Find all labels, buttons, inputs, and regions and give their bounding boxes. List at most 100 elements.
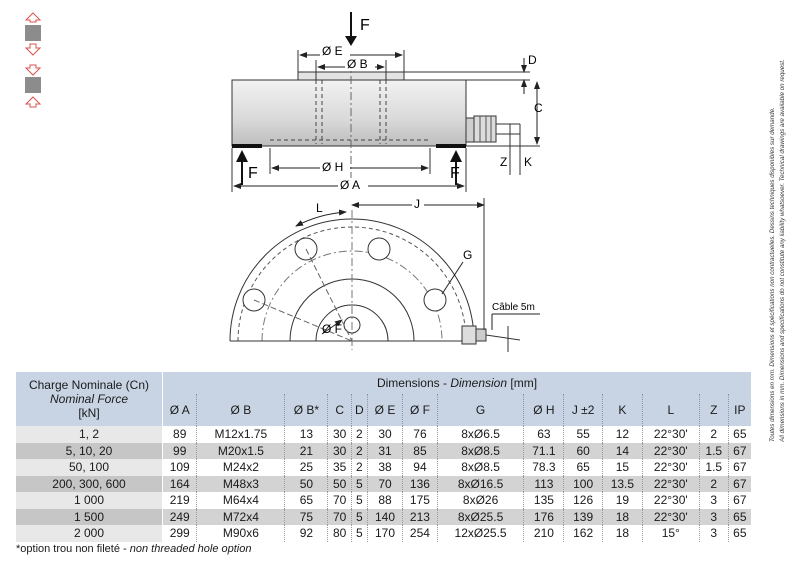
dimension-cell: 31 bbox=[366, 442, 403, 459]
dimensions-header-unit: [mm] bbox=[507, 376, 538, 390]
dimension-cell: 14 bbox=[601, 442, 643, 459]
dim-d-label: D bbox=[528, 53, 537, 67]
dimension-cell: 78.3 bbox=[523, 459, 564, 476]
dimension-cell: 88 bbox=[366, 492, 403, 509]
dimension-cell: 210 bbox=[523, 525, 564, 542]
dimension-cell: 139 bbox=[563, 508, 603, 525]
dimension-cell: 22°30' bbox=[641, 492, 700, 509]
dimension-cell: M48x3 bbox=[196, 475, 285, 492]
column-header: Ø E bbox=[366, 394, 403, 426]
dimension-cell: M72x4 bbox=[196, 508, 285, 525]
dimension-cell: 2 bbox=[698, 475, 729, 492]
side-view bbox=[231, 60, 520, 180]
column-header: D bbox=[350, 394, 368, 426]
dimension-cell: 15° bbox=[641, 525, 700, 542]
dimension-cell: 67 bbox=[727, 459, 751, 476]
dimensions-header: Dimensions - Dimension [mm] bbox=[162, 372, 751, 394]
dimension-cell: 30 bbox=[327, 426, 352, 443]
side-note-english: All dimensions in mm. Dimensions and spe… bbox=[779, 59, 786, 442]
dimension-cell: 65 bbox=[727, 525, 751, 542]
dimension-cell: 35 bbox=[327, 459, 352, 476]
charge-cell: 1, 2 bbox=[16, 426, 163, 443]
dimension-cell: 21 bbox=[284, 442, 328, 459]
dimension-cell: 164 bbox=[161, 475, 197, 492]
dimension-cell: 65 bbox=[563, 459, 603, 476]
column-header: Ø B* bbox=[284, 394, 328, 426]
cable-label: Câble 5m bbox=[492, 302, 535, 313]
dimension-cell: 140 bbox=[366, 508, 403, 525]
column-header: K bbox=[601, 394, 643, 426]
footnote: *option trou non fileté - non threaded h… bbox=[16, 543, 251, 555]
dimension-cell: 126 bbox=[563, 492, 603, 509]
dimension-cell: 135 bbox=[523, 492, 564, 509]
charge-cell: 5, 10, 20 bbox=[16, 442, 163, 459]
technical-drawing: F Ø E Ø B D C Z K F F Ø H Ø A bbox=[229, 12, 543, 352]
dimension-cell: 80 bbox=[327, 525, 352, 542]
dimension-cell: 94 bbox=[402, 459, 438, 476]
charge-cell: 2 000 bbox=[16, 525, 163, 542]
column-header: C bbox=[327, 394, 352, 426]
dimension-cell: M90x6 bbox=[196, 525, 285, 542]
footnote-fr: *option trou non fileté bbox=[16, 543, 120, 555]
compression-load-icon bbox=[24, 12, 42, 56]
dimension-cell: 100 bbox=[563, 475, 603, 492]
column-header: J ±2 bbox=[563, 394, 603, 426]
dimension-cell: 55 bbox=[563, 426, 603, 443]
dimension-cell: 60 bbox=[563, 442, 603, 459]
dimension-cell: 8xØ16.5 bbox=[436, 475, 524, 492]
charge-cell: 1 000 bbox=[16, 492, 163, 509]
dimension-cell: 22°30' bbox=[641, 426, 700, 443]
dimension-cell: 8xØ25.5 bbox=[436, 508, 524, 525]
dimension-cell: 5 bbox=[350, 492, 368, 509]
dimension-cell: 176 bbox=[523, 508, 564, 525]
dimension-cell: 99 bbox=[161, 442, 197, 459]
dimension-cell: 1.5 bbox=[698, 459, 729, 476]
dimension-cell: 76 bbox=[402, 426, 438, 443]
dimension-cell: 3 bbox=[698, 492, 729, 509]
dimension-cell: 85 bbox=[402, 442, 438, 459]
dimension-cell: 22°30' bbox=[641, 459, 700, 476]
dimension-cell: 18 bbox=[601, 508, 643, 525]
dimension-cell: 70 bbox=[366, 475, 403, 492]
dimension-cell: 8xØ8.5 bbox=[436, 442, 524, 459]
charge-cell: 50, 100 bbox=[16, 459, 163, 476]
force-left-label: F bbox=[248, 165, 258, 182]
dimension-cell: M64x4 bbox=[196, 492, 285, 509]
dimension-cell: 67 bbox=[727, 442, 751, 459]
dimension-cell: 12 bbox=[601, 426, 643, 443]
dimension-cell: 170 bbox=[366, 525, 403, 542]
dimension-cell: 22°30' bbox=[641, 475, 700, 492]
footnote-separator: - bbox=[119, 543, 130, 555]
dimension-cell: 15 bbox=[601, 459, 643, 476]
dimensions-header-en: Dimension bbox=[450, 376, 508, 390]
charge-cell: 200, 300, 600 bbox=[16, 475, 163, 492]
charge-header-fr: Charge Nominale (Cn) bbox=[28, 378, 150, 392]
dimension-cell: 70 bbox=[327, 492, 352, 509]
dimension-cell: 1.5 bbox=[698, 442, 729, 459]
column-header: IP bbox=[727, 394, 751, 426]
dimension-cell: 249 bbox=[161, 508, 197, 525]
dia-f-label: Ø F bbox=[322, 322, 342, 336]
dimension-cell: 3 bbox=[698, 508, 729, 525]
dimension-cell: 8xØ26 bbox=[436, 492, 524, 509]
force-right-label: F bbox=[450, 165, 460, 182]
dimension-cell: M12x1.75 bbox=[196, 426, 285, 443]
top-view bbox=[229, 210, 521, 350]
dim-k-label: K bbox=[524, 155, 532, 169]
dimension-cell: 19 bbox=[601, 492, 643, 509]
column-header: Ø A bbox=[162, 394, 197, 426]
dim-l-label: L bbox=[316, 201, 323, 215]
dim-z-label: Z bbox=[500, 155, 507, 169]
dimensions-header-fr: Dimensions - bbox=[376, 376, 451, 390]
dimension-cell: 5 bbox=[350, 475, 368, 492]
dimension-cell: 38 bbox=[366, 459, 403, 476]
dimension-cell: 70 bbox=[327, 508, 352, 525]
dimension-cell: 175 bbox=[402, 492, 438, 509]
dimension-cell: 162 bbox=[563, 525, 603, 542]
dimension-cell: 18 bbox=[601, 525, 643, 542]
dim-j-label: J bbox=[414, 197, 420, 211]
dimension-cell: 89 bbox=[161, 426, 197, 443]
